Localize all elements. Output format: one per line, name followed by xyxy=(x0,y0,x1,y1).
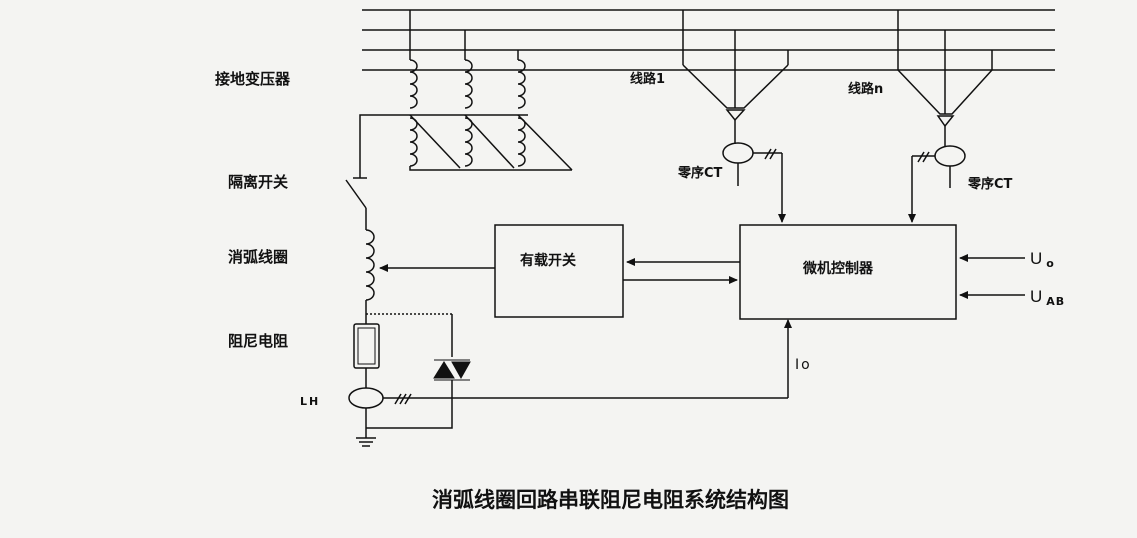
microcontroller-box xyxy=(739,224,957,320)
bypass-thyristor xyxy=(433,359,471,381)
isolation-switch-label: 隔离开关 xyxy=(228,173,289,191)
ground-symbol xyxy=(356,428,376,447)
zero-seq-ct-1-label: 零序CT xyxy=(678,166,723,181)
isolation-switch-blade xyxy=(345,179,367,209)
diagram-title: 消弧线圈回路串联阻尼电阻系统结构图 xyxy=(432,487,789,512)
grounding-transformer-label: 接地变压器 xyxy=(215,70,291,88)
arc-suppression-coil-label: 消弧线圈 xyxy=(228,248,289,266)
line-1-label: 线路1 xyxy=(630,72,666,87)
i0-label: Io xyxy=(795,357,812,373)
lh-label: LH xyxy=(300,395,321,408)
zero-seq-ct-1 xyxy=(722,142,754,164)
zero-seq-ct-n xyxy=(934,145,966,167)
on-load-switch-label: 有载开关 xyxy=(520,253,576,269)
microcontroller-label: 微机控制器 xyxy=(803,261,873,277)
transformer-primary-windings xyxy=(409,59,526,109)
line-n-label: 线路n xyxy=(848,82,884,97)
zero-seq-ct-n-label: 零序CT xyxy=(968,177,1013,192)
lh-ct xyxy=(348,387,384,409)
arc-suppression-coil xyxy=(365,229,375,301)
damping-resistor-label: 阻尼电阻 xyxy=(228,332,289,350)
on-load-switch-box xyxy=(494,224,624,318)
transformer-secondary-windings xyxy=(409,114,573,171)
